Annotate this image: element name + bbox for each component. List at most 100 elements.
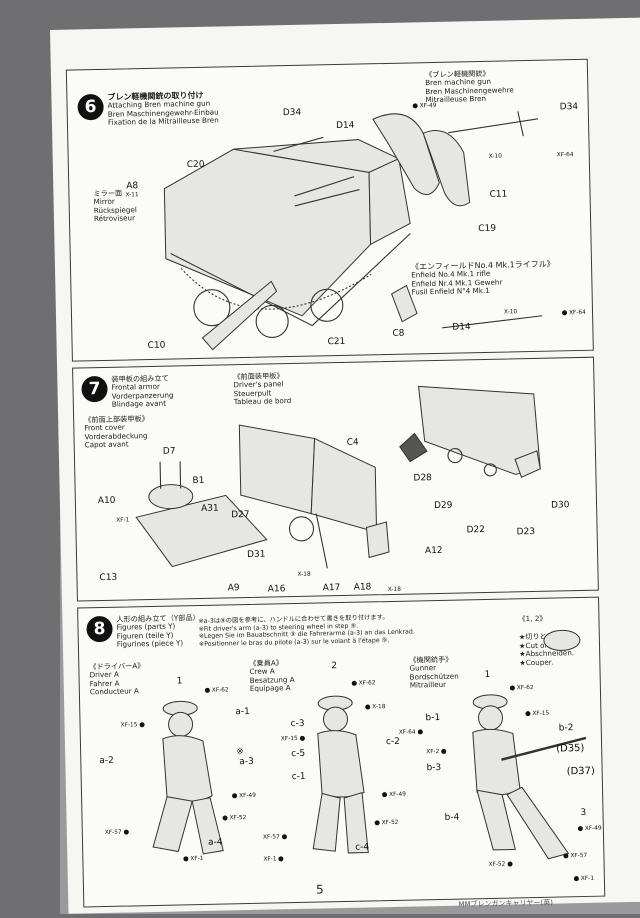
color-xf62-driver-label: XF-62 [211, 687, 229, 694]
figures-drawing [152, 629, 587, 860]
footer-text: MMブレンガンキャリヤー(英) [458, 898, 554, 909]
part-d34-bren: D34 [559, 101, 579, 113]
part-b1: B1 [192, 475, 205, 487]
part-b1: b-1 [425, 712, 441, 724]
part-c4: c-4 [355, 842, 370, 853]
color-xf64-rifle-label: XF-64 [568, 309, 586, 317]
color-xf57-driver: XF-57 [105, 829, 131, 836]
color-xf62-gunner-label: XF-62 [516, 685, 534, 692]
part-c11: C11 [489, 189, 508, 200]
note-mark: ※ [236, 747, 244, 758]
color-xf15-gunner: XF-15 [525, 711, 549, 717]
part-d30: D30 [550, 500, 570, 511]
color-x10-label: X-10 [488, 153, 502, 160]
color-xf64-bren: XF-64 [557, 152, 574, 158]
part-d23: D23 [516, 526, 536, 538]
part-c2: c-2 [385, 736, 401, 748]
part-c21: C21 [327, 336, 346, 348]
color-xf57-crew: XF-57 [263, 834, 289, 841]
part-3-gunner: 3 [580, 807, 587, 819]
color-xf15-crew: XF-15 [280, 735, 307, 743]
color-xf1-gunner-label: XF-1 [580, 875, 595, 883]
color-xf15-gunner-label: XF-15 [532, 710, 550, 718]
part-a9: A9 [227, 583, 240, 594]
color-xf64-gunner-label: XF-64 [398, 729, 416, 736]
color-xf49-driver: XF-49 [232, 793, 256, 799]
color-xf62-driver: XF-62 [204, 687, 229, 694]
color-xf49-gunner-label: XF-49 [584, 825, 602, 832]
part-a18: A18 [353, 582, 372, 593]
part-c10: C10 [147, 340, 166, 352]
color-x18-crew: X-18 [365, 704, 385, 710]
part-a4: a-4 [207, 837, 223, 848]
part-2-crew: 2 [331, 661, 338, 672]
part-d28: D28 [413, 473, 432, 484]
color-xf1-crew: XF-1 [263, 856, 285, 863]
color-x10-rifle: X-10 [504, 309, 517, 315]
color-xf52-crew-label: XF-52 [381, 819, 399, 827]
part-c3: c-3 [290, 718, 305, 730]
part-c1: c-1 [291, 771, 306, 783]
color-xf52-crew: XF-52 [374, 819, 399, 827]
part-c4: C4 [346, 437, 359, 448]
color-xf52-gunner-label: XF-52 [488, 861, 506, 868]
color-xf1: XF-1 [116, 517, 129, 523]
part-c13: C13 [99, 572, 118, 584]
color-xf57-crew-label: XF-57 [262, 834, 280, 841]
part-1-driver: 1 [176, 676, 183, 687]
color-xf57-gunner: XF-57 [563, 853, 587, 859]
part-a12: A12 [424, 545, 443, 557]
color-xf62-crew-label: XF-62 [358, 680, 376, 687]
color-x18-b-label: X-18 [387, 586, 402, 594]
color-xf57-driver-label: XF-57 [104, 829, 122, 837]
color-xf64-label: XF-64 [556, 152, 574, 159]
step8-panel: 8 人形の組み立て（Y部品） Figures (parts Y) Figuren… [77, 596, 606, 908]
color-xf1-label: XF-1 [116, 517, 130, 524]
color-xf52-gunner: XF-52 [489, 861, 515, 868]
part-1-gunner: 1 [484, 669, 491, 681]
color-x10-bren: X-10 [489, 154, 502, 160]
frontal-armor-drawing [135, 385, 541, 569]
part-d14-rifle: D14 [452, 322, 471, 333]
color-xf15-driver-label: XF-15 [120, 722, 138, 729]
color-xf62-crew: XF-62 [351, 680, 376, 687]
part-a17: A17 [322, 583, 341, 594]
part-b2: b-2 [558, 723, 574, 734]
part-c5: c-5 [291, 748, 306, 760]
part-d34-top: D34 [282, 107, 302, 119]
part-d37: (D37) [566, 765, 595, 778]
part-d7: D7 [162, 446, 176, 457]
part-a10: A10 [97, 495, 116, 507]
part-b4: b-4 [444, 812, 460, 823]
part-a3: a-3 [239, 756, 254, 768]
color-xf1-driver: XF-1 [183, 855, 204, 863]
part-d31: D31 [246, 549, 266, 560]
instruction-page: 6 ブレン軽機関銃の取り付け Attaching Bren machine gu… [50, 17, 640, 914]
part-b3: b-3 [426, 762, 442, 774]
color-x18-a-label: X-18 [297, 571, 311, 578]
color-xf52-driver: XF-52 [222, 815, 246, 821]
part-d22: D22 [466, 525, 486, 536]
color-xf1-driver-label: XF-1 [190, 855, 204, 863]
part-a2: a-2 [99, 755, 114, 767]
color-xf62-gunner: XF-62 [509, 685, 534, 692]
color-xf57-gunner-label: XF-57 [570, 852, 588, 860]
part-d29: D29 [433, 500, 453, 512]
color-x11-label: X-11 [125, 192, 139, 199]
color-xf49-label: XF-49 [419, 102, 437, 110]
color-xf15-crew-label: XF-15 [280, 735, 298, 743]
color-xf64-rifle: XF-64 [561, 309, 586, 317]
color-x11: X-11 [125, 192, 138, 198]
part-c20: C20 [186, 159, 205, 171]
step7-panel: 7 装甲板の組み立て Frontal armor Vorderpanzerung… [72, 356, 599, 602]
color-xf15-driver: XF-15 [121, 722, 147, 729]
part-a16: A16 [267, 584, 286, 595]
part-a31: A31 [200, 503, 219, 514]
page-number: 5 [315, 882, 324, 897]
color-xf49-gunner: XF-49 [577, 825, 602, 832]
step6-panel: 6 ブレン軽機関銃の取り付け Attaching Bren machine gu… [65, 58, 594, 362]
color-xf2-gunner: XF-2 [426, 748, 448, 755]
color-xf49-driver-label: XF-49 [239, 792, 256, 800]
color-x18-b: X-18 [388, 587, 401, 593]
color-x10-rifle-label: X-10 [503, 309, 518, 316]
